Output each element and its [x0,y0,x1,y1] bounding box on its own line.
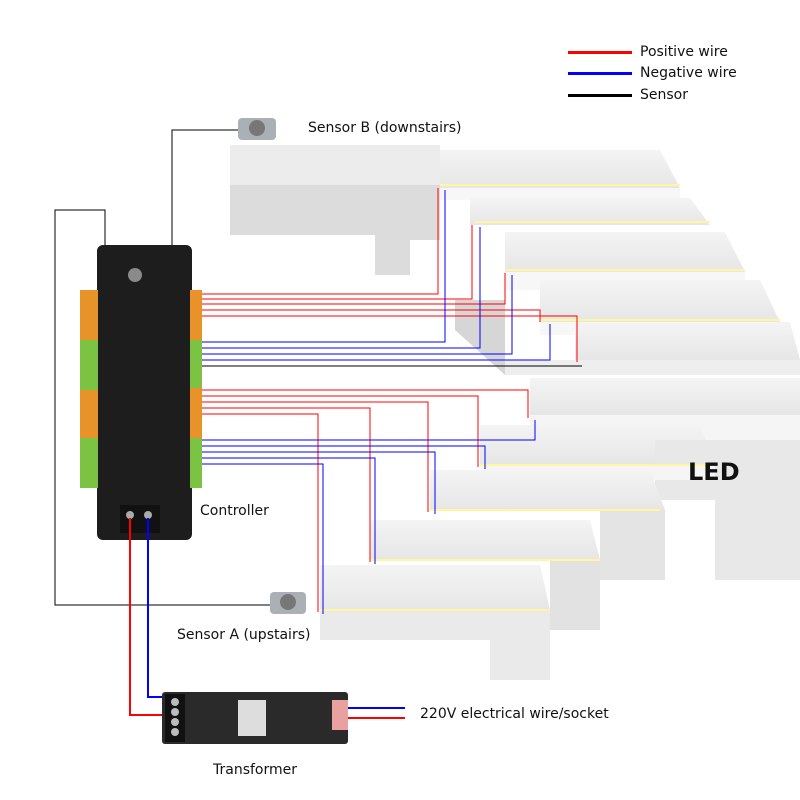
mains-label: 220V electrical wire/socket [420,706,609,722]
transformer-device [162,692,348,744]
legend-item-positive: Positive wire [568,44,728,60]
transformer-label: Transformer [213,762,298,778]
legend-item-negative: Negative wire [568,65,737,81]
sensor-b-icon [238,118,276,140]
sensor-a-label: Sensor A (upstairs) [177,627,311,643]
legend-label: Negative wire [640,65,737,81]
power-wires [129,518,405,719]
led-label: LED [688,458,740,486]
sensor-b-label: Sensor B (downstairs) [308,120,462,136]
legend-item-sensor: Sensor [568,87,688,103]
lower-stair-flight [320,378,800,680]
controller-device [80,245,202,540]
legend-label: Sensor [640,87,688,103]
sensor-swatch [568,93,632,97]
legend-label: Positive wire [640,44,728,60]
sensor-wires [54,129,275,606]
lower-wires [200,389,536,614]
upper-wires [200,188,582,367]
positive-swatch [568,50,632,54]
upper-led-strips [440,182,800,363]
upper-stair-flight [230,145,800,375]
sensor-a-icon [270,592,306,614]
negative-swatch [568,71,632,75]
controller-label: Controller [200,503,269,519]
lower-led-strips [320,412,800,613]
